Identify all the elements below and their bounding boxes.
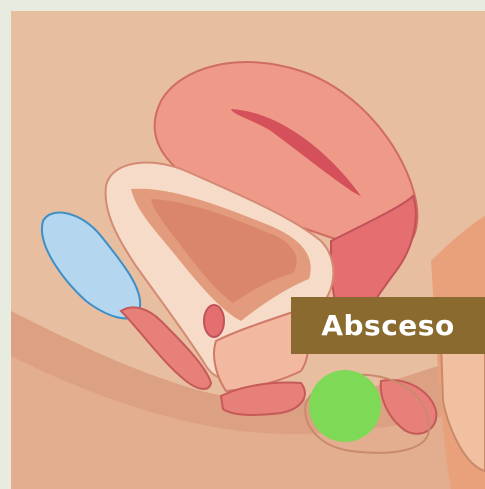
pelvic-sagittal-diagram: [11, 11, 485, 489]
abscess-marker: [309, 370, 381, 442]
abscess-label: Absceso: [321, 309, 454, 342]
vessel: [204, 305, 224, 337]
abscess-label-box: Absceso: [291, 297, 485, 354]
anatomy-illustration: Absceso: [11, 11, 485, 489]
